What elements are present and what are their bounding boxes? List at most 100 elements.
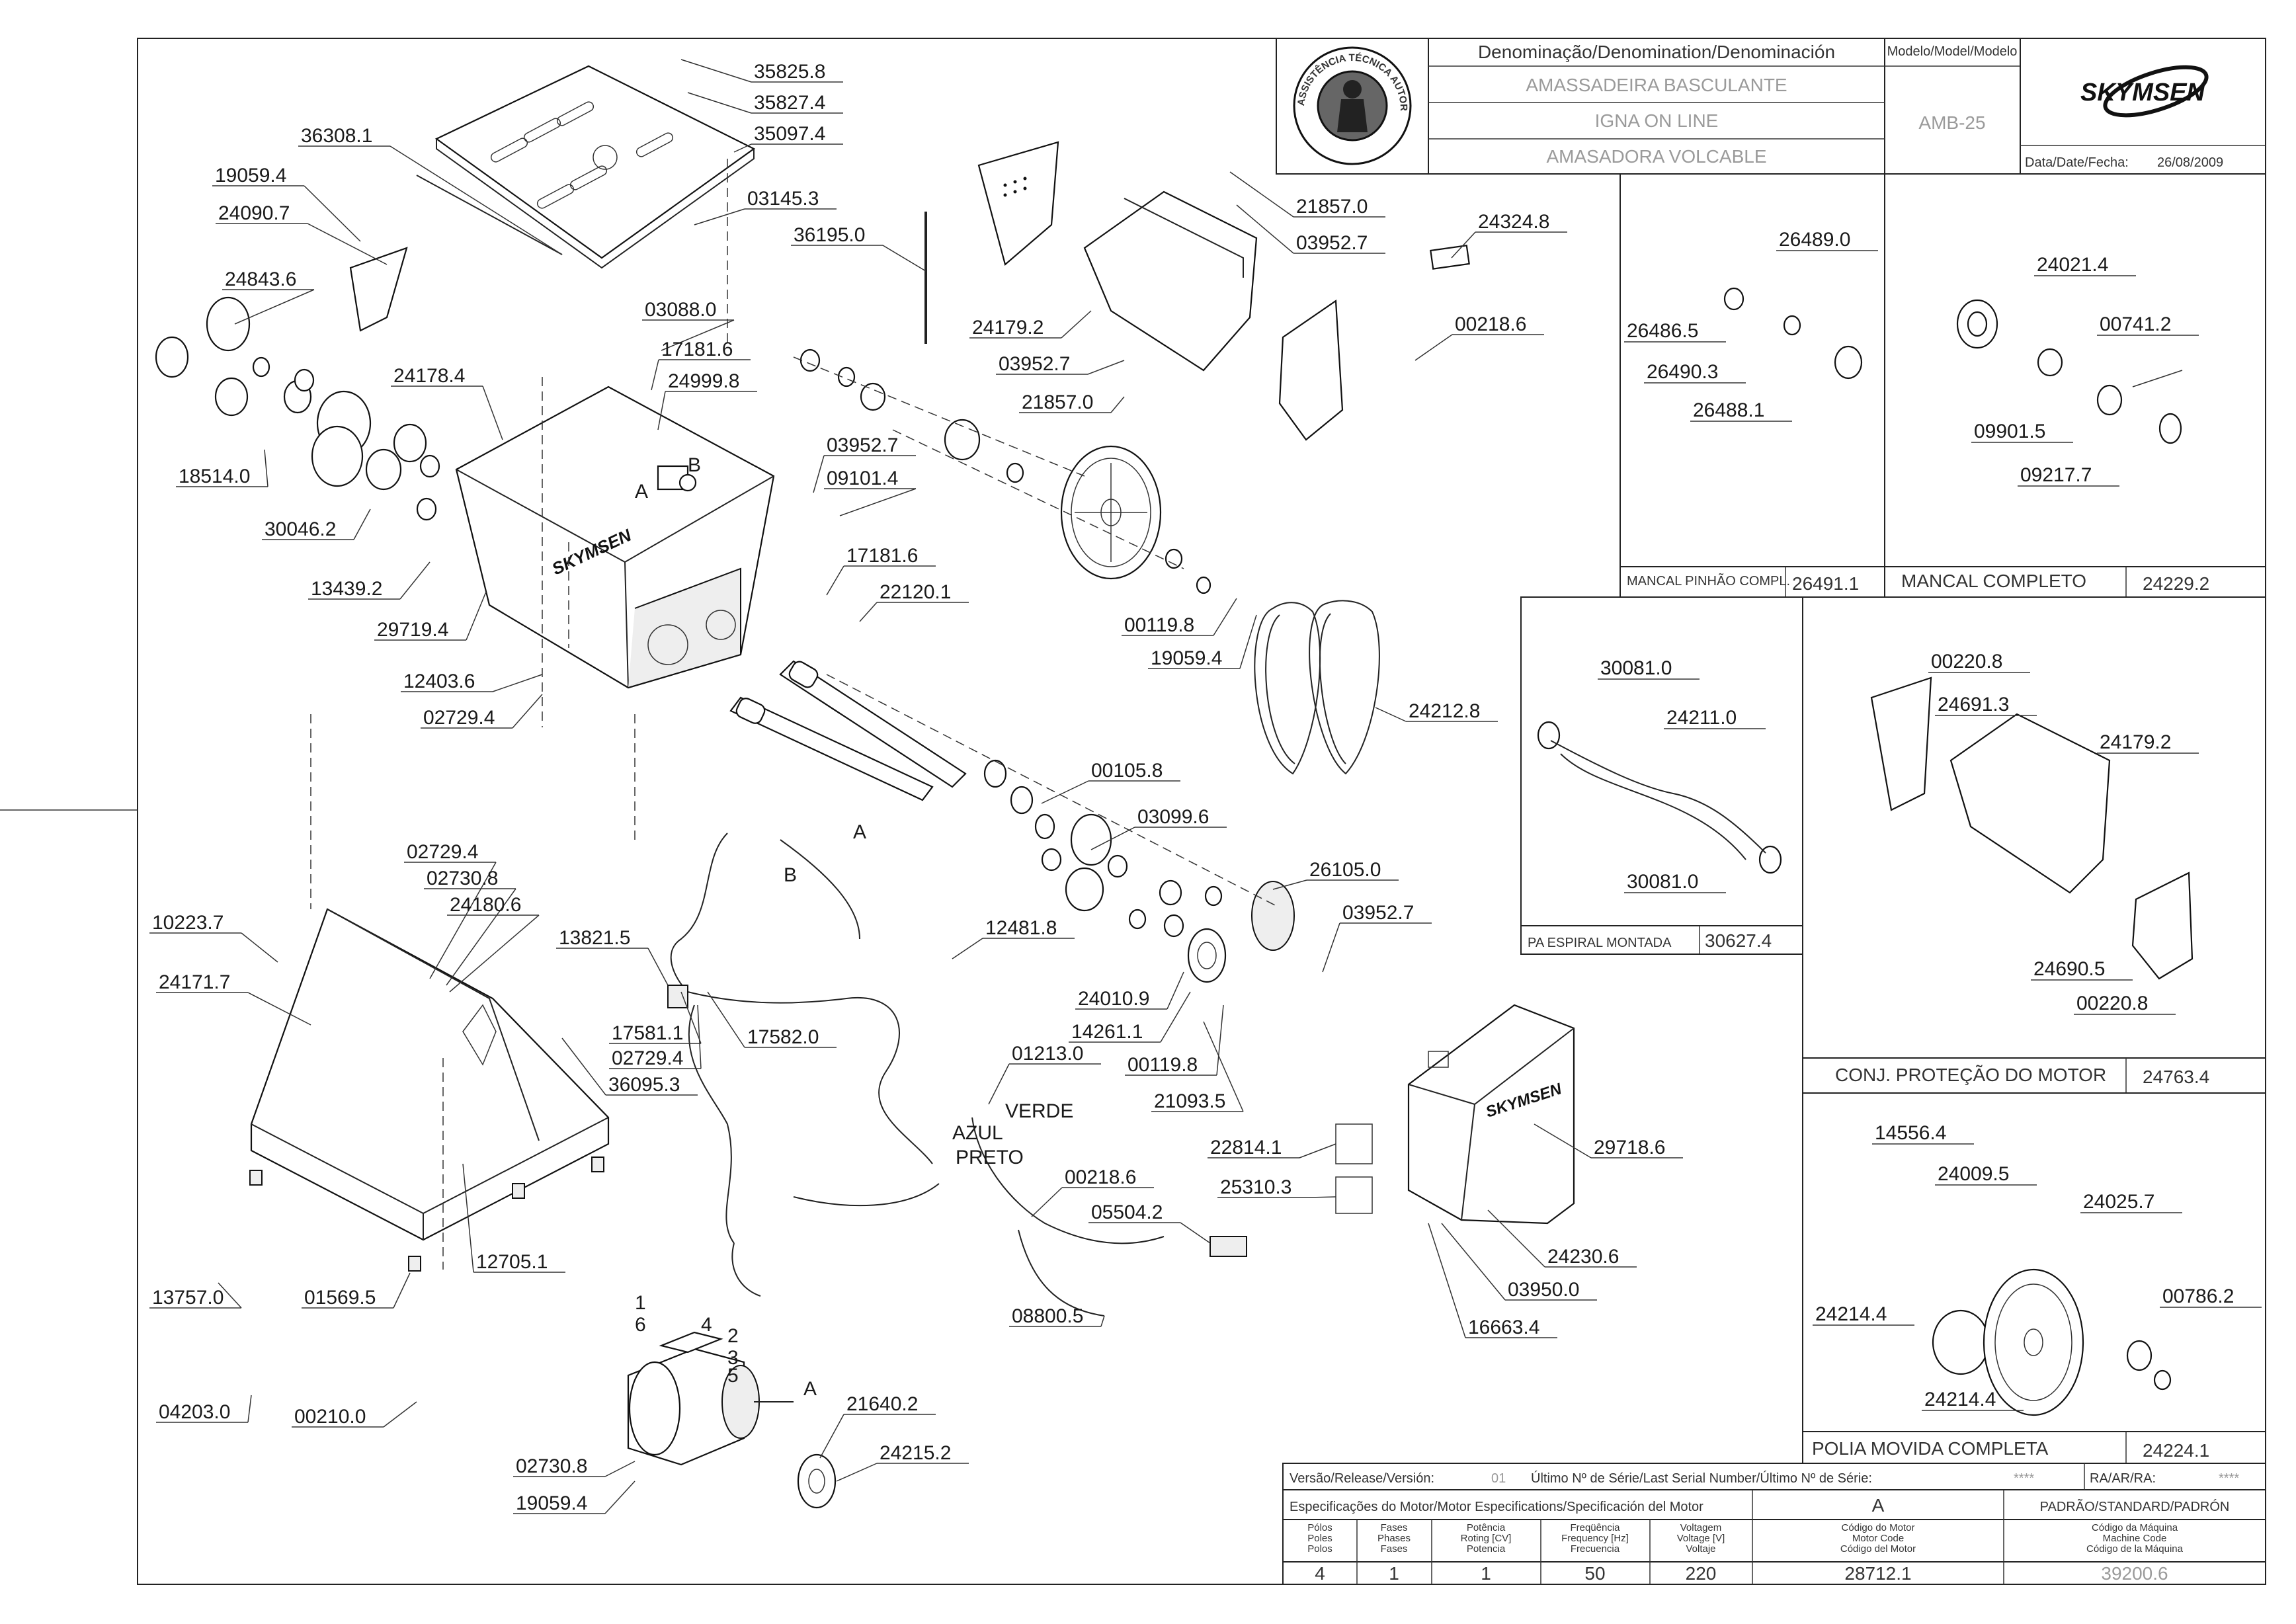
part-callout: 35827.4	[687, 92, 843, 114]
part-callout: 17581.1	[609, 991, 702, 1044]
callout-leader	[813, 455, 825, 493]
part-number: 25310.3	[1220, 1176, 1292, 1198]
callout-leader	[661, 319, 735, 351]
part-number: 21640.2	[846, 1393, 918, 1415]
callout-leader	[604, 1461, 636, 1477]
spec-header: Potência	[1467, 1522, 1506, 1533]
part-number: 02729.4	[423, 707, 495, 729]
part-number: 03145.3	[747, 188, 819, 210]
panel-callout: 26490.3	[1644, 361, 1746, 384]
part-number: 19059.4	[215, 165, 286, 186]
callout-leader	[1216, 1004, 1224, 1076]
part-callout: 02729.4	[404, 841, 497, 979]
part-number: 09901.5	[1974, 421, 2045, 442]
spec-header: Código de la Máquina	[2086, 1543, 2184, 1555]
part-callout: 29719.4	[374, 591, 487, 641]
callout-leader	[1180, 1222, 1211, 1244]
part-number: 02730.8	[516, 1455, 587, 1477]
part-callout: 08800.5	[1009, 1305, 1105, 1327]
part-callout: 25310.3	[1217, 1176, 1336, 1198]
machine-name-es: AMASADORA VOLCABLE	[1546, 146, 1766, 167]
panel-callout: 24025.7	[2080, 1191, 2182, 1213]
part-callout: 01569.5	[302, 1272, 411, 1309]
part-number: 00218.6	[1455, 313, 1526, 335]
wire-label: B	[784, 864, 797, 886]
callout-leader	[462, 1163, 474, 1273]
model-header: Modelo/Model/Modelo	[1887, 44, 2018, 59]
part-number: 10223.7	[152, 912, 224, 934]
callout-leader	[1487, 1209, 1545, 1268]
part-number: 24090.7	[218, 202, 290, 224]
callout-leader	[651, 359, 659, 391]
part-number: 02729.4	[407, 841, 478, 863]
wire-label: 4	[701, 1314, 712, 1336]
part-number: 24212.8	[1409, 700, 1480, 722]
wire-label: 5	[727, 1365, 739, 1387]
panel-callout: 00220.8	[2074, 993, 2176, 1015]
callout-leader	[1090, 827, 1135, 850]
wire-label: 6	[635, 1314, 646, 1336]
part-callout: 29718.6	[1534, 1123, 1683, 1158]
part-number: 17582.0	[747, 1026, 819, 1048]
part-number: 03952.7	[999, 353, 1070, 375]
part-callout: 21857.0	[1229, 171, 1385, 218]
callout-leader	[604, 1481, 636, 1514]
spec-header: Freqüência	[1570, 1522, 1620, 1533]
panel-callout: 24214.4	[1922, 1389, 2024, 1411]
part-number: 36308.1	[301, 125, 372, 147]
part-callout: 00218.6	[1031, 1166, 1154, 1217]
callout-leader	[1213, 598, 1237, 636]
svg-text:SKYMSEN: SKYMSEN	[2080, 79, 2205, 106]
part-callout: 00210.0	[292, 1401, 417, 1428]
part-callout: 36308.1	[298, 125, 563, 255]
spec-header: Pólos	[1307, 1522, 1332, 1533]
part-number: 21857.0	[1022, 391, 1093, 413]
part-number: 35097.4	[754, 123, 825, 145]
callout-leader	[839, 488, 917, 516]
callout-leader	[1375, 707, 1407, 722]
part-number: 24009.5	[1938, 1163, 2009, 1185]
callout-leader	[647, 948, 669, 986]
part-number: 35827.4	[754, 92, 825, 114]
part-number: 13439.2	[311, 578, 382, 600]
callout-leader	[882, 245, 926, 272]
wire-label: 3	[727, 1347, 739, 1369]
part-callout: 24010.9	[1075, 971, 1184, 1010]
part-callout: 03099.6	[1090, 806, 1227, 850]
part-number: 03950.0	[1508, 1279, 1579, 1301]
part-callout: 09101.4	[824, 467, 917, 516]
part-number: 26105.0	[1309, 859, 1381, 881]
part-number: 21093.5	[1154, 1090, 1225, 1112]
part-number: 13757.0	[152, 1287, 224, 1309]
part-callout: 05504.2	[1088, 1201, 1211, 1244]
panel-callout: 14556.4	[1872, 1122, 1974, 1145]
callout-leader	[466, 591, 487, 641]
part-number: 01213.0	[1012, 1043, 1083, 1065]
part-callout: 30046.2	[262, 508, 371, 540]
callout-leader	[1229, 171, 1294, 218]
part-number: 24690.5	[2033, 958, 2105, 980]
part-callout: 22120.1	[859, 581, 969, 622]
part-callout: 24179.2	[969, 310, 1092, 339]
spec-header: Motor Code	[1852, 1533, 1904, 1544]
part-callout: 01213.0	[988, 1043, 1101, 1105]
callout-leader	[1110, 396, 1125, 413]
v-belt-part	[1254, 600, 1380, 775]
detail-panels	[1520, 173, 2266, 1464]
callout-leader	[1299, 1143, 1336, 1158]
wire-label: A	[853, 821, 866, 843]
part-number: 24691.3	[1938, 694, 2009, 715]
part-callout: 17582.0	[707, 991, 837, 1048]
date-value: 26/08/2009	[2157, 155, 2223, 170]
title-block: Denominação/Denomination/Denominación Mo…	[0, 0, 2266, 175]
motor-col-a: A	[1872, 1495, 1885, 1516]
top-lid-part	[434, 65, 756, 259]
motor-cover-part: SKYMSEN	[1335, 1004, 1575, 1225]
callout-leader	[694, 208, 745, 225]
part-number: 09217.7	[2020, 464, 2092, 486]
part-callout: 24178.4	[391, 365, 503, 440]
panel-callout: 24211.0	[1664, 707, 1766, 729]
part-number: 24215.2	[880, 1442, 951, 1464]
panel-callout: 24021.4	[2034, 254, 2136, 276]
part-callout: 03952.7	[813, 434, 916, 493]
